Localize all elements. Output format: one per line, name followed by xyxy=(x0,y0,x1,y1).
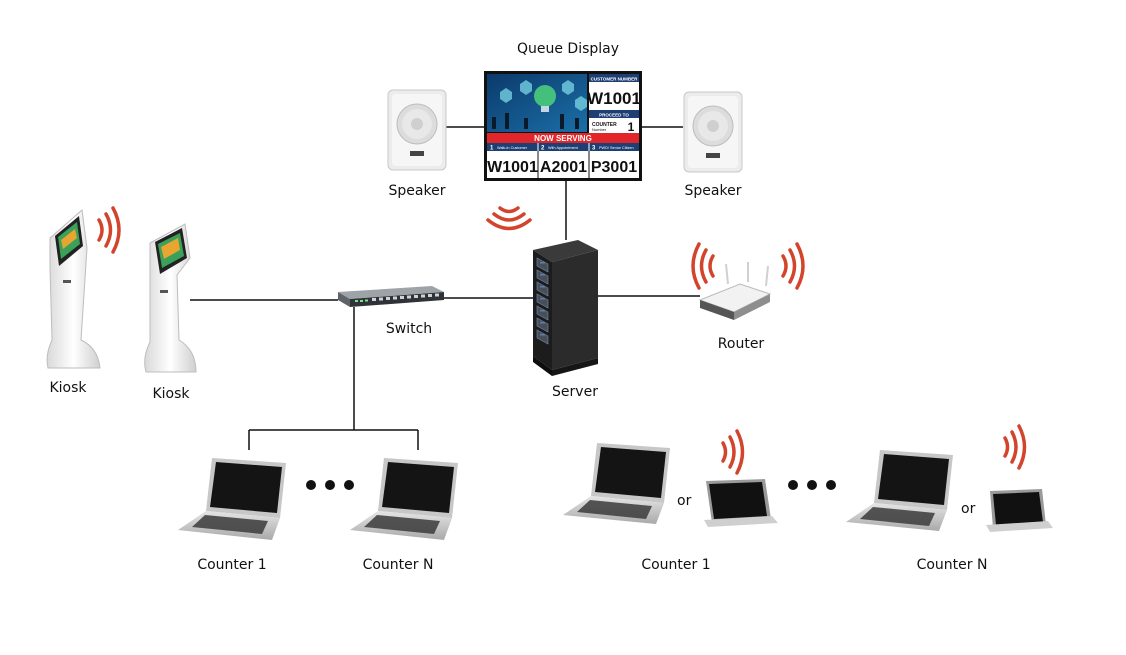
category-2-num: 2 xyxy=(541,146,545,152)
kiosk-2-icon xyxy=(144,223,197,373)
connection-lines xyxy=(190,126,700,450)
laptop-counter-1-wireless-icon xyxy=(563,443,670,524)
customer-number-header: CUSTOMER NUMBER xyxy=(591,77,638,82)
wifi-waves-kiosk-icon xyxy=(97,206,121,254)
switch-label: Switch xyxy=(385,321,433,337)
router-label: Router xyxy=(717,336,765,352)
counter-n-wireless-label: Counter N xyxy=(916,557,988,573)
laptop-counter-n-wireless-icon xyxy=(846,450,953,531)
laptop-counter-1-wired-icon xyxy=(178,458,286,540)
wifi-waves-tablet-1-icon xyxy=(721,429,745,475)
laptop-counter-n-wired-icon xyxy=(350,458,458,540)
kiosk-1-label: Kiosk xyxy=(49,380,87,396)
queue-display-label: Queue Display xyxy=(516,41,620,57)
kiosk-2-label: Kiosk xyxy=(152,386,190,402)
router-icon xyxy=(698,262,772,320)
switch-icon xyxy=(338,286,444,307)
wifi-waves-tablet-2-icon xyxy=(1003,424,1027,470)
counter-1-wired-label: Counter 1 xyxy=(197,557,267,573)
category-3-ticket: P3001 xyxy=(591,159,637,176)
counter-value: 1 xyxy=(628,120,635,134)
current-number: W1001 xyxy=(587,89,641,108)
category-3-num: 3 xyxy=(592,146,596,152)
wifi-waves-display-icon xyxy=(486,206,532,231)
category-1-ticket: W1001 xyxy=(487,159,538,176)
category-3-name: PWD/ Senior Citizen xyxy=(599,146,634,150)
proceed-to-label: PROCEED TO xyxy=(599,113,629,118)
ellipsis-dots-2-icon xyxy=(788,480,836,490)
counter-label: COUNTER xyxy=(592,122,617,128)
ellipsis-dots-1-icon xyxy=(306,480,354,490)
category-2-name: With Appointment xyxy=(548,146,579,150)
or-label-2: or xyxy=(961,501,976,517)
category-1-name: Walk-in Customer xyxy=(497,146,528,150)
speaker-right-icon xyxy=(683,91,743,173)
server-rack-icon xyxy=(533,240,598,376)
kiosk-1-icon xyxy=(46,209,101,369)
tablet-counter-n-icon xyxy=(986,489,1053,532)
counter-n-wired-label: Counter N xyxy=(362,557,434,573)
tablet-counter-1-icon xyxy=(704,479,778,527)
or-label-1: or xyxy=(677,493,692,509)
now-serving-label: NOW SERVING xyxy=(534,134,592,143)
speaker-left-label: Speaker xyxy=(388,183,446,199)
counter-sublabel: Number xyxy=(592,127,607,132)
server-label: Server xyxy=(552,384,598,400)
wifi-waves-router-icon xyxy=(691,242,805,290)
category-1-num: 1 xyxy=(490,146,494,152)
category-2-ticket: A2001 xyxy=(540,159,587,176)
speaker-right-label: Speaker xyxy=(684,183,742,199)
queue-display: CUSTOMER NUMBER W1001 PROCEED TO COUNTER… xyxy=(484,71,642,181)
counter-1-wireless-label: Counter 1 xyxy=(641,557,711,573)
speaker-left-icon xyxy=(387,89,447,171)
